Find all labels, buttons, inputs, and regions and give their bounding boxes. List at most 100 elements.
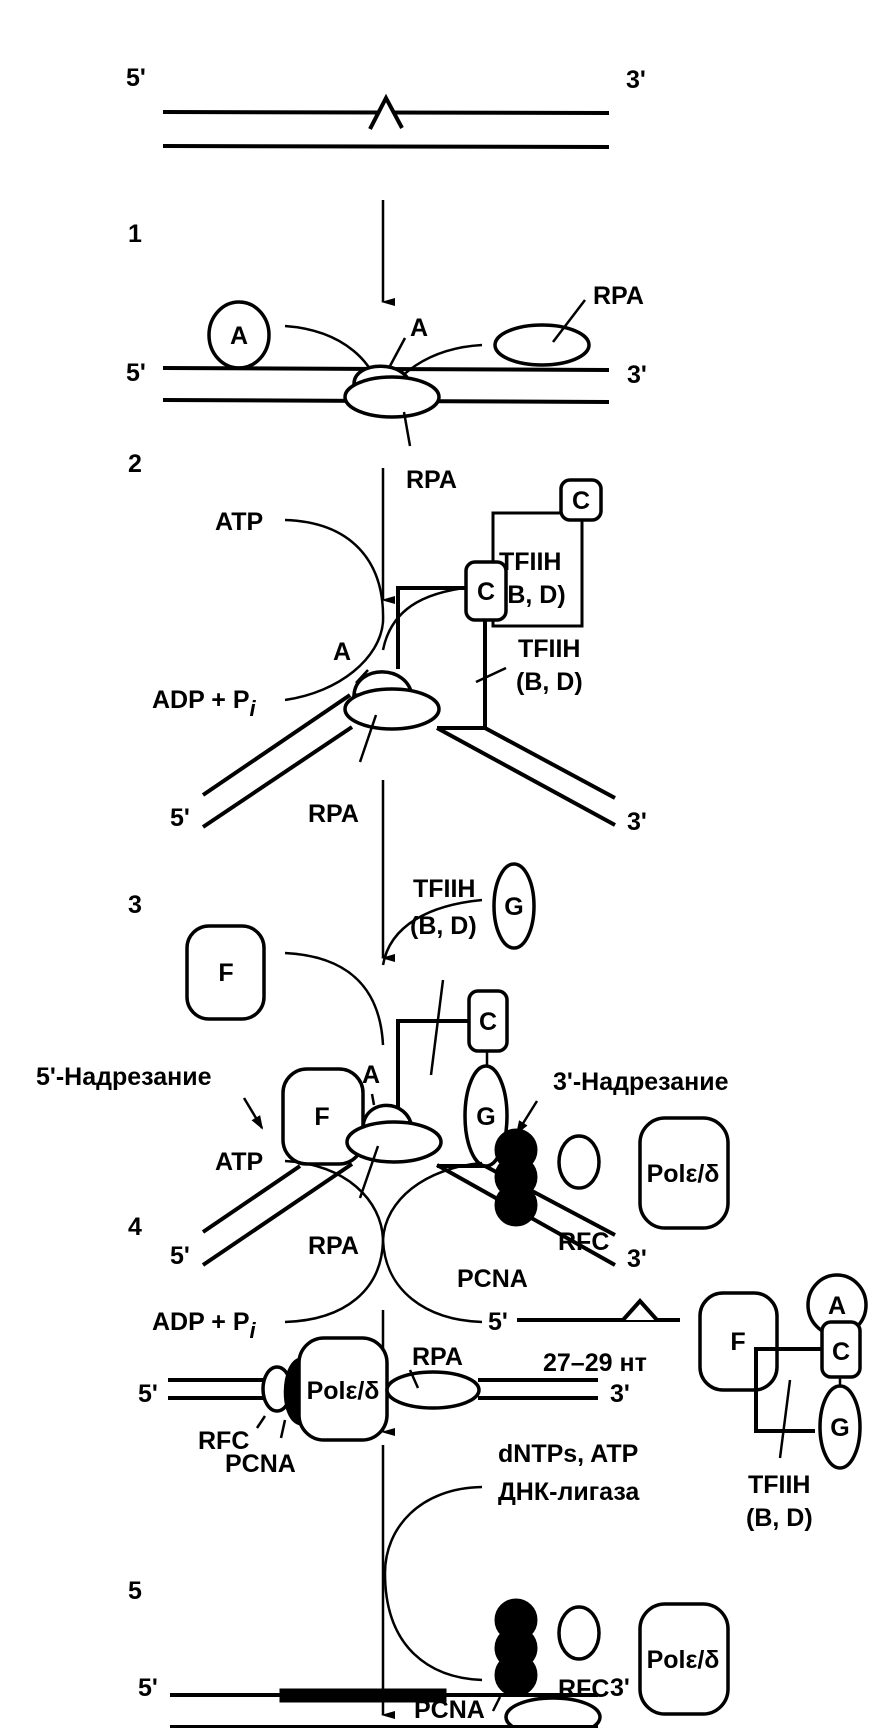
protein-RFC-label: RFC xyxy=(558,1228,609,1256)
join-curve-right xyxy=(381,898,483,966)
label-5prime: 5' xyxy=(138,1380,158,1408)
release-curve xyxy=(381,1161,483,1324)
protein-RPA xyxy=(493,323,591,367)
protein-RPA-bound xyxy=(343,687,441,731)
protein-G xyxy=(492,862,536,950)
leader-line xyxy=(429,979,445,1076)
step-4: 4 ATP ADP + Pi PCNA RFC Polε/δ 5' 27–29 … xyxy=(128,1116,868,1532)
leader-line xyxy=(388,337,407,367)
dna-synthesis-complex: 5' Polε/δ 3' RPA RFC PCNA xyxy=(138,1336,630,1478)
protein-TFIIH-sub-label: (B, D) xyxy=(499,581,566,609)
leader-line xyxy=(408,1369,420,1389)
dna-open-complex: C TFIIH (B, D) A RPA 5' 3' xyxy=(170,560,647,836)
label-3prime: 3' xyxy=(610,1380,630,1408)
protein-Pol-label: Polε/δ xyxy=(307,1377,380,1405)
dna-arm-5-bottom xyxy=(201,1162,354,1267)
protein-TFIIH-sub-label: (B, D) xyxy=(410,912,477,940)
protein-Pol-label: Polε/δ xyxy=(647,1160,720,1188)
step-number: 4 xyxy=(128,1213,142,1241)
protein-RPA-label: RPA xyxy=(308,800,359,828)
protein-G-label: G xyxy=(504,893,523,921)
dna-arm-5-top xyxy=(201,1164,302,1234)
label-5prime: 5' xyxy=(170,1242,190,1270)
protein-F-label: F xyxy=(314,1103,329,1131)
step-2: 2 ATP ADP + Pi C TFIIH (B, D) xyxy=(128,450,603,721)
protein-RPA-label: RPA xyxy=(412,1343,463,1371)
protein-RPA-label: RPA xyxy=(593,282,644,310)
label-3prime: 3' xyxy=(627,808,647,836)
dna-arm-5-bottom xyxy=(201,725,354,829)
incision-3prime-label: 3'-Надрезание xyxy=(553,1068,729,1096)
protein-F-label: F xyxy=(730,1328,745,1356)
label-5prime: 5' xyxy=(126,359,146,387)
protein-RFC-label: RFC xyxy=(198,1427,249,1455)
protein-Pol-label: Polε/δ xyxy=(647,1646,720,1674)
repair-patch xyxy=(279,1688,447,1703)
protein-TFIIH-label: TFIIH xyxy=(518,635,581,663)
lesion-icon xyxy=(368,93,404,130)
cofactor-dntps: dNTPs, ATP xyxy=(498,1440,638,1468)
protein-A-label: A xyxy=(333,638,351,666)
tfiih-frame xyxy=(396,1019,470,1108)
protein-F-bound xyxy=(281,1067,365,1166)
label-3prime: 3' xyxy=(627,361,647,389)
label-5prime: 5' xyxy=(488,1308,508,1336)
atp-curve xyxy=(284,518,385,702)
protein-RPA-bound xyxy=(385,1370,481,1410)
join-curve-left xyxy=(284,951,385,1046)
protein-RPA xyxy=(504,1696,602,1733)
cofactor-adp: ADP + Pi xyxy=(152,686,257,721)
incision-3prime-arrow xyxy=(515,1100,539,1135)
tfiih-frame-released xyxy=(754,1347,822,1433)
dna-arm-3-bottom xyxy=(436,726,616,827)
dna-damaged: 5' 3' xyxy=(126,64,646,149)
leader-line xyxy=(475,666,507,684)
protein-RPA-label: RPA xyxy=(308,1232,359,1260)
protein-C xyxy=(559,478,603,522)
cofactor-atp: ATP xyxy=(215,1148,263,1176)
step-number: 1 xyxy=(128,220,142,248)
label-3prime: 3' xyxy=(626,66,646,94)
label-5prime: 5' xyxy=(138,1674,158,1702)
incision-5prime-label: 5'-Надрезание xyxy=(36,1063,212,1091)
protein-RFC xyxy=(557,1605,601,1661)
protein-G-released xyxy=(818,1384,862,1470)
protein-TFIIH-label: TFIIH xyxy=(413,875,476,903)
protein-F-label: F xyxy=(218,959,233,987)
protein-A-label: A xyxy=(230,322,248,350)
protein-G-label: G xyxy=(830,1414,849,1442)
protein-PCNA-label: PCNA xyxy=(457,1265,528,1293)
protein-Pol xyxy=(638,1602,730,1716)
protein-C-label: C xyxy=(572,487,590,515)
dna-A-RPA-complex: 5' A RPA 3' xyxy=(126,314,647,494)
protein-TFIIH-label: TFIIH xyxy=(499,548,562,576)
cofactor-adp: ADP + Pi xyxy=(152,1308,257,1343)
protein-TFIIH-sub-label: (B, D) xyxy=(746,1504,813,1532)
protein-C xyxy=(464,560,508,622)
step-1: 1 A RPA xyxy=(128,200,644,411)
leader-line xyxy=(255,1415,267,1429)
protein-PCNA xyxy=(494,1128,538,1227)
release-curve xyxy=(383,1485,483,1682)
label-3prime: 3' xyxy=(627,1245,647,1273)
protein-C-label: C xyxy=(477,578,495,606)
leader-line xyxy=(552,299,586,343)
dna-arm-3-top xyxy=(484,726,616,800)
protein-C-label: C xyxy=(832,1338,850,1366)
leader-line xyxy=(778,1379,792,1459)
dna-arm-5-top xyxy=(201,693,352,797)
protein-PCNA-label: PCNA xyxy=(225,1450,296,1478)
label-5prime: 5' xyxy=(126,64,146,92)
protein-A-label: A xyxy=(828,1292,846,1320)
incision-5prime-arrow xyxy=(242,1097,264,1130)
label-5prime: 5' xyxy=(170,804,190,832)
protein-TFIIH-sub-label: (B, D) xyxy=(516,668,583,696)
leader-line xyxy=(358,714,378,763)
leader-line xyxy=(370,1093,376,1106)
tfiih-frame xyxy=(396,586,465,669)
protein-Pol xyxy=(638,1116,730,1230)
protein-G-label: G xyxy=(476,1103,495,1131)
step-5: 5 dNTPs, ATP ДНК-лигаза PCNA RFC Polε/δ … xyxy=(128,1440,730,1733)
protein-RFC xyxy=(557,1134,601,1190)
